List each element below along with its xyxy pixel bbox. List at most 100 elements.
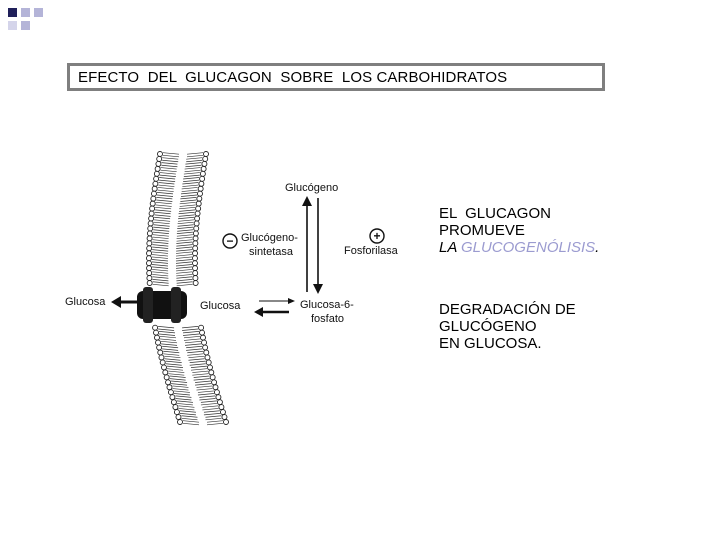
lipid-tail [182, 333, 200, 336]
lipid-tail [159, 179, 176, 182]
lipid-tail [160, 340, 178, 344]
lipid-head [154, 165, 161, 172]
lipid-tail [176, 279, 193, 282]
lipid-head [192, 250, 198, 257]
lipid-tail [171, 380, 188, 383]
lipid-head [223, 419, 229, 425]
plus-icon [369, 228, 385, 244]
lipid-head [158, 354, 165, 361]
lipid-tail [195, 383, 212, 386]
lipid-tail [182, 422, 200, 426]
lipid-tail [156, 199, 173, 202]
lipid-head [208, 369, 215, 376]
lipid-head [201, 160, 208, 167]
lipid-tail [153, 224, 170, 227]
side-line-4: DEGRADACIÓN DE [439, 301, 576, 318]
lipid-head [203, 349, 210, 356]
lipid-tail [185, 164, 202, 168]
lipid-tail [176, 231, 193, 234]
lipid-tail [152, 279, 169, 282]
glycogen-synthase-label-2: sintetasa [249, 246, 294, 258]
lipid-head [194, 215, 201, 222]
lipid-head [192, 265, 199, 272]
lipid-tail [202, 408, 219, 411]
lipid-tail [180, 197, 197, 200]
lipid-tail [152, 251, 169, 254]
lipid-tail [178, 219, 195, 222]
lipid-tail [183, 338, 201, 341]
lipid-tail [182, 331, 200, 334]
lipid-head [153, 175, 160, 182]
lipid-head [192, 230, 199, 237]
plus-sign: + [373, 229, 380, 243]
lipid-tail [178, 408, 195, 411]
lipid-tail [172, 388, 189, 391]
lipid-head [197, 190, 203, 197]
lipid-tail [184, 167, 201, 170]
lipid-tail [181, 417, 198, 421]
lipid-tail [184, 340, 202, 344]
phosphorylase-label: Fosforilasa [344, 245, 399, 257]
lipid-tail [186, 345, 203, 349]
lipid-tail [175, 398, 192, 401]
lipid-tail [183, 174, 200, 178]
lipid-tail [152, 234, 169, 237]
lipid-head [216, 399, 223, 406]
lipid-tail [189, 363, 206, 366]
lipid-head [159, 359, 166, 366]
lipid-tail [200, 403, 217, 406]
lipid-tail [152, 266, 169, 269]
glucose-outside-label: Glucosa [65, 296, 106, 308]
lipid-tail [158, 182, 175, 185]
lipid-tail [185, 162, 202, 165]
lipid-tail [195, 380, 212, 383]
lipid-tail [152, 244, 169, 247]
lipid-tail [152, 281, 169, 284]
lipid-tail [177, 224, 194, 227]
lipid-tail [176, 403, 193, 406]
lipid-tail [186, 154, 204, 158]
g6p-label-1: Glucosa-6- [300, 299, 354, 311]
lipid-tail [157, 189, 174, 192]
lipid-tail [186, 152, 204, 155]
lipid-tail [162, 159, 179, 163]
lipid-tail [164, 358, 181, 361]
lipid-tail [152, 254, 169, 257]
glucose-inside-label: Glucosa [200, 300, 241, 312]
lipid-head [195, 205, 202, 212]
lipid-head [166, 384, 173, 391]
lipid-head [146, 230, 153, 237]
lipid-tail [176, 274, 193, 277]
lipid-head [147, 225, 154, 232]
lipid-head [198, 324, 205, 331]
lipid-tail [186, 159, 203, 163]
title-box: EFECTO DEL GLUCAGON SOBRE LOS CARBOHIDRA… [67, 63, 605, 91]
lipid-tail [181, 187, 198, 190]
lipid-tail [180, 194, 198, 197]
lipid-tail [186, 157, 203, 160]
lipid-tail [176, 271, 193, 274]
lipid-tail [154, 219, 171, 222]
lipid-head [170, 399, 177, 406]
lipid-tail [159, 172, 176, 175]
lipid-tail [175, 395, 192, 398]
lipid-tail [179, 209, 196, 212]
lipid-tail [158, 331, 176, 334]
lipid-tail [193, 375, 210, 378]
lipid-head [201, 339, 207, 346]
lipid-tail [171, 383, 188, 386]
lipid-tail [183, 177, 200, 180]
lipid-head [204, 354, 211, 361]
lipid-tail [179, 413, 196, 416]
lipid-tail [164, 355, 181, 359]
lipid-head [192, 240, 199, 247]
lipid-tail [189, 360, 206, 363]
lipid-tail [169, 378, 186, 381]
lipid-tail [183, 179, 200, 182]
lipid-tail [200, 400, 217, 403]
side-line-6: EN GLUCOSA. [439, 335, 542, 352]
lipid-head [155, 339, 161, 346]
lipid-tail [158, 326, 175, 329]
minus-icon [222, 233, 238, 249]
lipid-tail [205, 417, 222, 421]
